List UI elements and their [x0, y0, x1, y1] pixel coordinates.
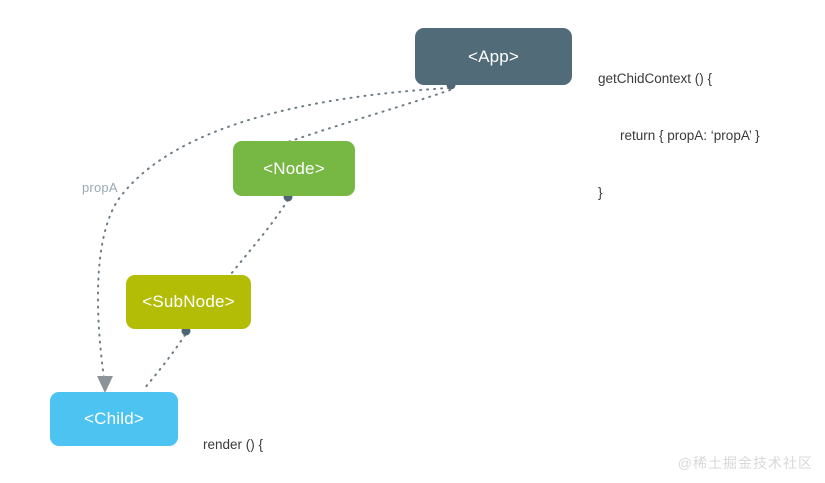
code-line: render () {: [203, 437, 264, 452]
edge-label-propa: propA: [82, 180, 118, 195]
node-child[interactable]: <Child>: [50, 392, 178, 446]
node-node[interactable]: <Node>: [233, 141, 355, 196]
code-block-child-render: render () { const appPropA = this.contex…: [203, 397, 444, 483]
code-line: getChidContext () {: [598, 71, 713, 86]
node-subnode-label: <SubNode>: [142, 292, 235, 311]
code-line: }: [598, 185, 603, 200]
node-node-label: <Node>: [263, 158, 325, 178]
edge-node-to-subnode: [230, 199, 289, 275]
code-line: return { propA: ‘propA’ }: [620, 128, 760, 143]
watermark: @稀土掘金技术社区: [677, 455, 813, 471]
arrowhead-into-child: [97, 376, 113, 393]
node-app-label: <App>: [467, 46, 520, 66]
node-child-label: <Child>: [84, 409, 144, 428]
edge-subnode-to-child: [143, 334, 186, 390]
node-subnode[interactable]: <SubNode>: [126, 275, 251, 329]
edge-app-to-node: [284, 89, 451, 144]
edge-app-to-child: [96, 87, 450, 379]
node-app[interactable]: <App>: [415, 28, 572, 85]
code-block-app-context: getChidContext () { return { propA: ‘pro…: [598, 31, 760, 240]
